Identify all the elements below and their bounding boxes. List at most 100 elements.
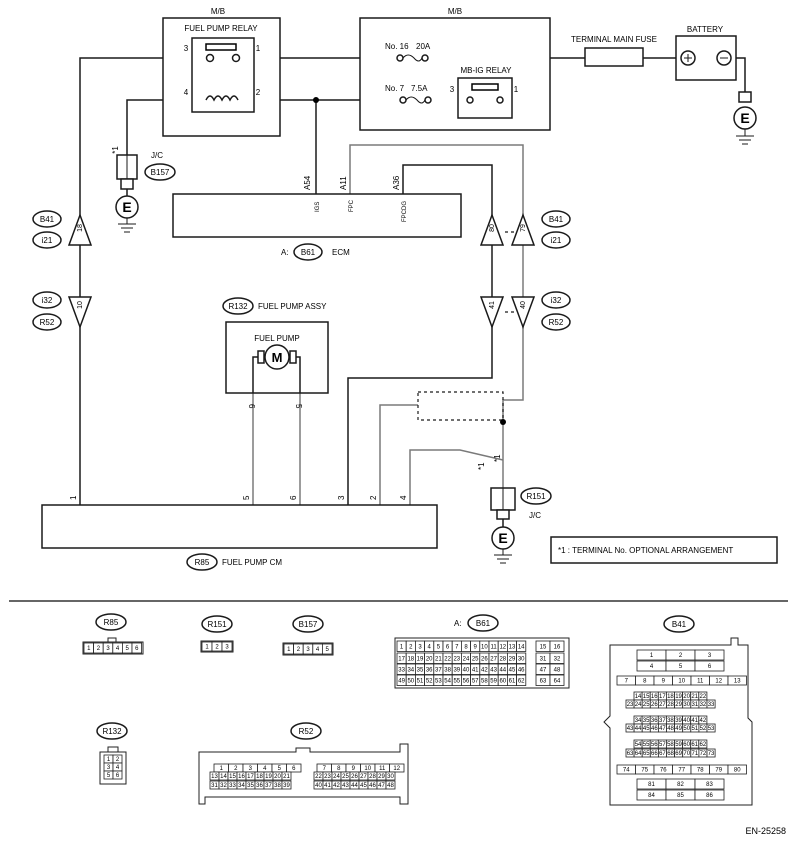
pin-number: 25 (472, 656, 479, 662)
pin-number: 53 (708, 726, 715, 732)
pin-number: 13 (734, 679, 741, 685)
pin-cell (221, 641, 233, 652)
pin-number: 84 (648, 793, 655, 799)
pin-number: 37 (435, 667, 442, 673)
pin-number: 26 (351, 774, 358, 780)
conn-badge-i21 (32, 231, 62, 249)
pin-number: 4 (116, 765, 120, 771)
pin-number: 83 (706, 782, 713, 788)
pin-number: 55 (453, 678, 460, 684)
fuel-pump-label: FUEL PUMP (254, 334, 300, 343)
pin-number: 38 (667, 718, 674, 724)
pin-number: 27 (659, 702, 666, 708)
pin-number: 64 (554, 678, 561, 684)
pin-number: 33 (398, 667, 405, 673)
pin-number: 38 (444, 667, 451, 673)
pin-number: 65 (643, 751, 650, 757)
pin-number: 6 (708, 664, 712, 670)
face-label: B61 (476, 619, 491, 628)
face-label: R52 (299, 727, 314, 736)
pin-number: 39 (283, 783, 290, 789)
pin-number: 37 (659, 718, 666, 724)
pump-pin: 6 (247, 404, 256, 409)
connector-triangle-up (67, 212, 93, 246)
pin-number: 37 (265, 783, 272, 789)
pump-cm-pin: 5 (242, 495, 251, 500)
relay-contact-dot (231, 53, 241, 63)
pin-number: 1 (400, 644, 404, 650)
face-prefix: A: (454, 619, 462, 628)
pin-number: 47 (540, 667, 547, 673)
pin-number: 35 (417, 667, 424, 673)
tri-pin: 41 (489, 301, 496, 309)
pin-cell (516, 652, 527, 664)
pin-number: 2 (297, 647, 301, 653)
pin-number: 28 (499, 656, 506, 662)
pin-number: 52 (700, 726, 707, 732)
connector-triangle-up (479, 212, 505, 246)
pin-number: 12 (499, 644, 506, 650)
pin-number: 4 (263, 766, 267, 772)
pin-number: 29 (509, 656, 516, 662)
main-fuse-icon (584, 47, 644, 67)
pin-number: 30 (683, 702, 690, 708)
pin-cell (706, 748, 716, 758)
pin-number: 11 (490, 644, 497, 650)
pin-number: 30 (518, 656, 525, 662)
relay-contact-dot (466, 96, 474, 104)
face-badge-r151 (201, 615, 233, 633)
pin-number: 49 (675, 726, 682, 732)
pin-number: 45 (509, 667, 516, 673)
dashed-shield-box (417, 391, 504, 421)
pin-cell (112, 770, 123, 780)
pin-cell (389, 763, 405, 773)
pin-number: 56 (463, 678, 470, 684)
pin-number: 27 (360, 774, 367, 780)
pin-number: 24 (333, 774, 340, 780)
pin-number: 50 (407, 678, 414, 684)
pin-number: 2 (116, 757, 120, 763)
wire-fpcdg-low (347, 325, 493, 505)
conn-label: i21 (42, 236, 53, 245)
pin-number: 9 (662, 679, 666, 685)
pin-cell (727, 764, 747, 775)
pin-number: 43 (342, 783, 349, 789)
pin-number: 20 (683, 694, 690, 700)
relay-contact-dot (496, 96, 504, 104)
pin-number: 32 (220, 783, 227, 789)
wire-fpc (349, 144, 524, 220)
pin-number: 22 (700, 694, 707, 700)
pin-number: 81 (648, 782, 655, 788)
pin-number: 62 (518, 678, 525, 684)
pin-number: 11 (379, 766, 386, 772)
pin-number: 39 (453, 667, 460, 673)
pin-number: 4 (116, 646, 120, 652)
pin-number: 80 (734, 768, 741, 774)
pin-number: 22 (315, 774, 322, 780)
connector-outline (107, 637, 117, 643)
jc-right-star: *1 (477, 462, 486, 470)
pin-cell (321, 643, 333, 655)
pin-number: 63 (627, 751, 634, 757)
pin-number: 2 (409, 644, 413, 650)
pin-cell (549, 674, 565, 686)
pin-number: 14 (635, 694, 642, 700)
pin-number: 62 (700, 742, 707, 748)
pin-number: 40 (315, 783, 322, 789)
pin-number: 9 (474, 644, 478, 650)
pin-number: 52 (426, 678, 433, 684)
pin-number: 42 (481, 667, 488, 673)
note-box (550, 536, 778, 564)
pump-assy-name: FUEL PUMP ASSY (258, 302, 327, 311)
fuse-terminal (424, 96, 432, 104)
ecm-pin: A11 (339, 176, 348, 190)
pin-number: 10 (364, 766, 371, 772)
conn-badge-i32 (32, 291, 62, 309)
ground-label: E (740, 110, 749, 126)
junction-dot (500, 419, 506, 425)
pin-number: 2 (215, 645, 219, 651)
pin-number: 5 (437, 644, 441, 650)
pin-number: 34 (238, 783, 245, 789)
pin-number: 25 (342, 774, 349, 780)
